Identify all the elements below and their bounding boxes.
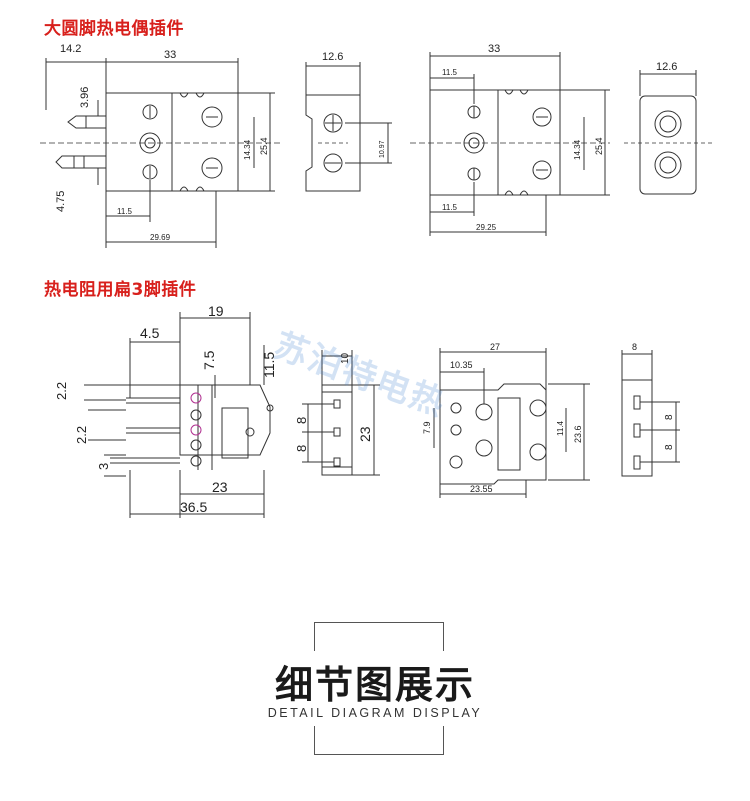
s1-female-dim-29-25: 29.25 (476, 223, 497, 232)
s1-female-dim-14-34: 14.34 (573, 139, 582, 160)
s1-female-dim-25-4: 25.4 (594, 137, 604, 155)
s2-socket-side-labels: 8 8 8 (632, 342, 675, 450)
s2-male-dim-19: 19 (208, 303, 224, 319)
s2-male-dim-7-5: 7.5 (201, 350, 217, 370)
s2-male-dim-23: 23 (212, 479, 228, 495)
section2-title: 热电阻用扁3脚插件 (44, 280, 197, 300)
s2-male-plug-drawing (84, 312, 274, 518)
s1-female-socket-labels: 33 11.5 14.34 25.4 11.5 29.25 (442, 43, 604, 232)
s2-male-dim-2-2b: 2.2 (74, 426, 89, 444)
s2-female-dim-7-9: 7.9 (422, 421, 432, 434)
s1-male-dim-3-96: 3.96 (79, 87, 91, 108)
detail-frame-top (314, 622, 444, 651)
s2-female-dim-23-6: 23.6 (573, 425, 583, 443)
s2-female-socket-drawing (433, 348, 590, 498)
s2-female-dim-27: 27 (490, 342, 500, 352)
s2-male-dim-2-2a: 2.2 (54, 382, 69, 400)
s2-male-dim-11-5: 11.5 (261, 352, 277, 378)
s2-side-labels: 10 8 8 23 (294, 352, 373, 452)
s1-side-dim-10-97: 10.97 (379, 140, 386, 158)
s2-side-drawing (302, 350, 380, 476)
s1-female-dim-11-5-bottom: 11.5 (442, 203, 458, 212)
s2-male-dim-36-5: 36.5 (180, 499, 207, 515)
s1-female-dim-33: 33 (488, 43, 500, 55)
s1-female-socket-drawing (410, 52, 610, 236)
s2-male-dim-4-5: 4.5 (140, 325, 160, 341)
detail-subtitle: DETAIL DIAGRAM DISPLAY (267, 706, 483, 720)
s2-female-dim-11-4: 11.4 (556, 420, 565, 436)
s2-socket-side-dim-8a: 8 (664, 414, 675, 420)
s2-side-dim-8b: 8 (294, 445, 309, 452)
s1-male-dim-14-34: 14.34 (243, 139, 252, 160)
s2-socket-side-drawing (621, 350, 680, 477)
s1-male-dim-11-5: 11.5 (117, 207, 133, 216)
s1-plug-side-drawing (305, 62, 392, 192)
s2-male-dim-3: 3 (96, 463, 111, 470)
s2-side-dim-23: 23 (357, 426, 373, 442)
s1-male-dim-4-75: 4.75 (55, 191, 67, 212)
s1-female-dim-11-5-top: 11.5 (442, 68, 458, 77)
s1-male-dim-14-2: 14.2 (60, 43, 81, 55)
s2-male-plug-labels: 19 4.5 7.5 11.5 2.2 2.2 3 23 36.5 (54, 303, 277, 515)
s1-male-dim-25-4: 25.4 (259, 137, 269, 155)
s1-side-dim-12-6: 12.6 (322, 51, 343, 63)
s1-male-dim-33: 33 (164, 49, 176, 61)
s2-side-dim-10: 10 (340, 352, 351, 364)
s2-female-socket-labels: 27 10.35 7.9 11.4 23.6 23.55 (422, 342, 583, 494)
s1-plug-side-labels: 12.6 10.97 (322, 51, 386, 158)
s2-socket-side-dim-8b: 8 (664, 444, 675, 450)
s1-socket-side-drawing (624, 70, 712, 195)
s1-male-dim-29-69: 29.69 (150, 233, 171, 242)
section1-title: 大圆脚热电偶插件 (44, 19, 184, 39)
s1-male-plug-labels: 14.2 33 3.96 4.75 14.34 25.4 11.5 29.69 (55, 43, 269, 242)
s1-male-plug-drawing (40, 58, 280, 248)
s2-socket-side-dim-8-top: 8 (632, 342, 637, 352)
detail-frame-bottom (314, 726, 444, 755)
s2-female-dim-10-35: 10.35 (450, 360, 473, 370)
s2-side-dim-8a: 8 (294, 417, 309, 424)
s1-socket-side-dim-12-6: 12.6 (656, 61, 677, 73)
detail-title: 细节图展示 (274, 663, 475, 707)
s2-female-dim-23-55: 23.55 (470, 484, 493, 494)
